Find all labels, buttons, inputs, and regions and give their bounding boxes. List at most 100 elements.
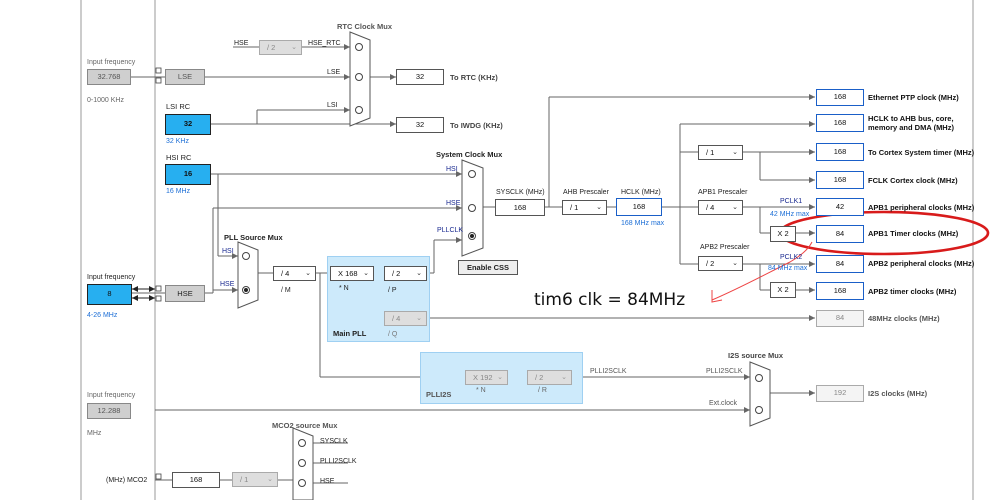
mco2-hse-label: HSE [320,478,335,485]
pll-n-multiplier-select[interactable]: X 168⌄ [330,266,374,281]
lsi-rc-title: LSI RC [166,102,191,111]
fclk-value[interactable]: 168 [816,171,864,189]
i2s-clock-value: 192 [816,385,864,402]
pll-source-hsi-label: HSI [222,248,234,255]
hse-input-frequency-label: Input frequency [87,274,136,281]
apb2-timer-value[interactable]: 168 [816,282,864,300]
plli2s-n-value: X 192 [473,373,493,382]
chevron-down-icon: ⌄ [416,270,422,277]
hclk-ahb-value[interactable]: 168 [816,114,864,132]
chevron-down-icon: ⌄ [732,149,738,156]
rtc-clock-mux-title: RTC Clock Mux [337,22,393,31]
apb1-peripheral-value[interactable]: 42 [816,198,864,216]
i2s-input-frequency-label: Input frequency [87,392,136,399]
mco2-divider-value: / 1 [240,475,249,484]
hsi-rc-title: HSI RC [166,153,192,162]
rtc-input-range: 0-1000 KHz [87,97,124,104]
pclk1-label: PCLK1 [780,198,803,205]
chevron-down-icon: ⌄ [291,44,297,51]
ahb-prescaler-label: AHB Prescaler [563,189,609,196]
usb48-label: 48MHz clocks (MHz) [868,314,940,323]
chevron-down-icon: ⌄ [732,204,738,211]
pll-q-label: / Q [388,331,398,338]
sysclk-label: SYSCLK (MHz) [496,189,545,196]
rtc-hse-divider-value: / 2 [267,43,276,52]
apb1-prescaler-select[interactable]: / 4 ⌄ [698,200,743,215]
mco2-value: 168 [172,472,220,488]
plli2s-n-multiplier-select[interactable]: X 192 ⌄ [465,370,508,385]
annotation-text: tim6 clk = 84MHz [534,290,686,310]
hclk-max: 168 MHz max [621,220,665,227]
plli2s-title: PLLI2S [426,390,452,399]
rtc-output-value: 32 [396,69,444,85]
pclk2-label: PCLK2 [780,254,803,261]
cortex-timer-value[interactable]: 168 [816,143,864,161]
chevron-down-icon: ⌄ [267,476,273,483]
rtc-input-frequency-label: Input frequency [87,59,136,66]
rtc-hse-divider-select[interactable]: / 2 ⌄ [259,40,302,55]
apb2-prescaler-label: APB2 Prescaler [700,244,750,251]
pll-p-divider-select[interactable]: / 2 ⌄ [384,266,427,281]
apb2-max: 84 MHz max [768,265,808,272]
chevron-down-icon: ⌄ [596,204,602,211]
mco2-source-mux-title: MCO2 source Mux [272,421,338,430]
i2s-input-frequency-field[interactable]: 12.288 [87,403,131,419]
chevron-down-icon: ⌄ [497,374,503,381]
mco2-label: (MHz) MCO2 [106,477,148,484]
ahb-prescaler-select[interactable]: / 1 ⌄ [562,200,607,215]
pll-m-value: / 4 [281,269,290,278]
pll-source-mux-shape [237,241,259,309]
hclk-label: HCLK (MHz) [621,189,661,196]
main-pll-title: Main PLL [333,329,367,338]
pll-q-divider-select[interactable]: / 4 ⌄ [384,311,427,326]
apb1-peripheral-label: APB1 peripheral clocks (MHz) [868,203,975,212]
pll-m-divider-select[interactable]: / 4 ⌄ [273,266,316,281]
pll-p-value: / 2 [392,269,401,278]
pll-source-hse-label: HSE [220,281,235,288]
enable-css-button[interactable]: Enable CSS [458,260,518,275]
rtc-input-frequency-field[interactable]: 32.768 [87,69,131,85]
i2s-source-mux-shape [749,361,771,427]
i2s-clock-label: I2S clocks (MHz) [868,389,928,398]
pll-n-label: * N [339,285,349,292]
rtc-hse-label: HSE [234,40,249,47]
ahb-prescaler-value: / 1 [570,203,579,212]
cortex-timer-divider-select[interactable]: / 1 ⌄ [698,145,743,160]
mco2-plli2sclk-label: PLLI2SCLK [320,458,357,465]
hclk-ahb-label-line1: HCLK to AHB bus, core, [868,114,954,123]
hse-input-frequency-field[interactable]: 8 [87,284,132,305]
rtc-lsi-label: LSI [327,102,338,109]
hsi-rc-unit: 16 MHz [166,188,191,195]
plli2s-r-divider-select[interactable]: / 2⌄ [527,370,572,385]
hse-input-range: 4-26 MHz [87,312,118,319]
cortex-divider-value: / 1 [706,148,715,157]
apb1-max: 42 MHz max [770,211,810,218]
ethernet-ptp-label: Ethernet PTP clock (MHz) [868,93,959,102]
plli2s-r-label: / R [538,387,547,394]
chevron-down-icon: ⌄ [363,270,369,277]
plli2sclk-label: PLLI2SCLK [590,368,627,375]
lsi-rc-unit: 32 KHz [166,138,189,145]
ethernet-ptp-value[interactable]: 168 [816,89,864,106]
hclk-value[interactable]: 168 [616,198,662,216]
sysclk-mux-hse-label: HSE [446,200,461,207]
apb1-timer-value[interactable]: 84 [816,225,864,243]
chevron-down-icon: ⌄ [732,260,738,267]
rtc-lse-label: LSE [327,69,341,76]
pll-q-value: / 4 [392,314,401,323]
apb1-prescaler-value: / 4 [706,203,715,212]
mco2-divider-select[interactable]: / 1 ⌄ [232,472,278,487]
chevron-down-icon: ⌄ [305,270,311,277]
sysclk-value[interactable]: 168 [495,199,545,216]
hsi-rc-block: 16 [165,164,211,185]
plli2s-r-value: / 2 [535,373,544,382]
chevron-down-icon: ⌄ [416,315,422,322]
apb2-peripheral-value[interactable]: 84 [816,255,864,273]
sysclk-mux-pllclk-label: PLLCLK [437,227,464,234]
apb2-prescaler-select[interactable]: / 2⌄ [698,256,743,271]
usb48-value: 84 [816,310,864,327]
mco2-sysclk-label: SYSCLK [320,438,348,445]
lse-block: LSE [165,69,205,85]
